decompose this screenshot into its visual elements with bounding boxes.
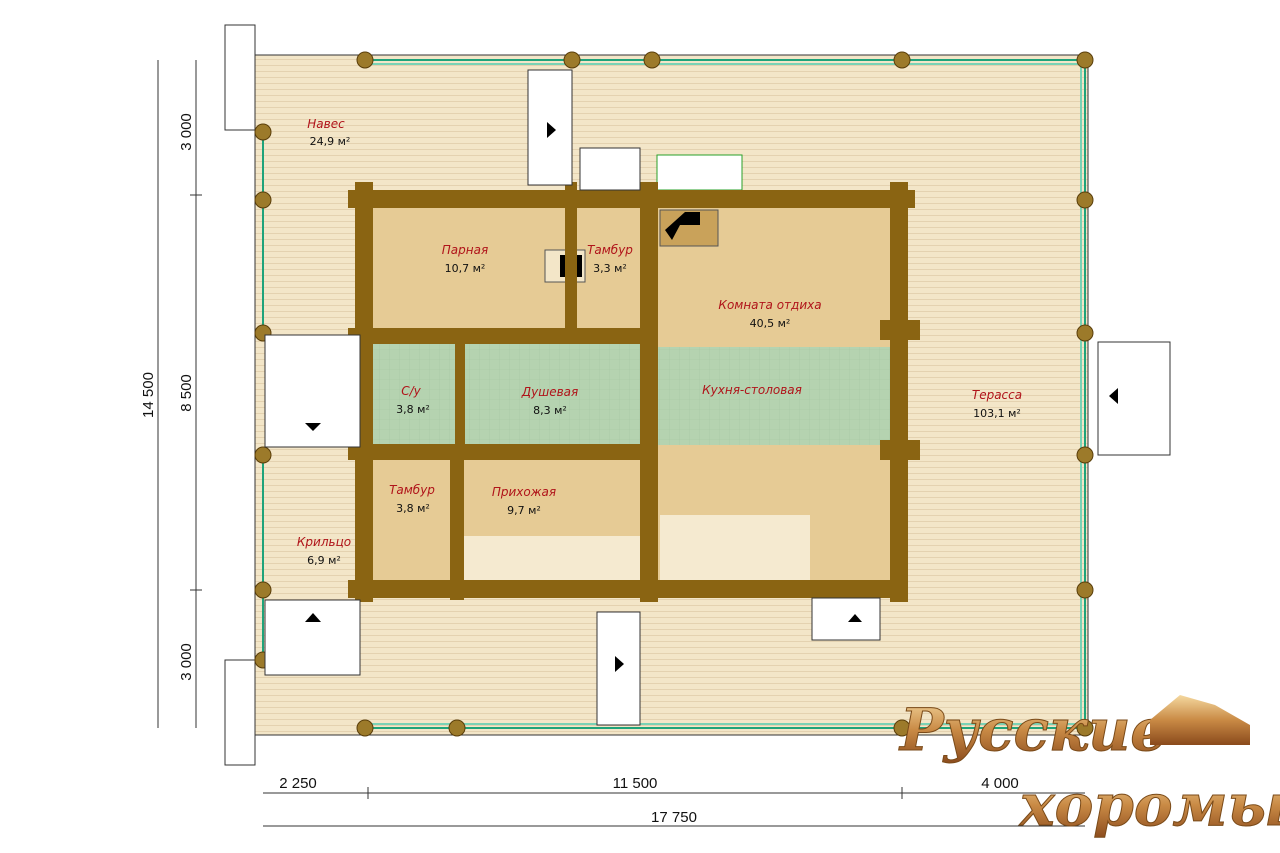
dim-left-width: 2 250 (279, 775, 317, 792)
room-name-prikhozhaya: Прихожая (492, 485, 556, 499)
dim-top: 3 000 (178, 113, 195, 151)
room-name-dushevaya: Душевая (521, 385, 578, 399)
room-area-naves: 24,9 м² (310, 135, 351, 148)
logo: Русские хоромы (898, 695, 1280, 840)
room-name-su: С/у (401, 384, 421, 398)
room-name-tambur-bottom: Тамбур (389, 483, 435, 497)
fireplace-icon (665, 212, 700, 240)
staircase (463, 536, 643, 584)
room-labels: Навес 24,9 м² Парная 10,7 м² Тамбур 3,3 … (297, 117, 1022, 567)
rooms (370, 154, 895, 584)
room-name-terrasa: Терасса (972, 388, 1022, 402)
dimension-lines (157, 60, 1085, 827)
room-area-tambur-bottom: 3,8 м² (396, 502, 430, 515)
room-area-prikhozhaya: 9,7 м² (507, 504, 541, 517)
room-name-parnaya: Парная (442, 243, 488, 257)
dim-center-width: 11 500 (613, 775, 658, 792)
stair-arrows (305, 122, 1118, 672)
dim-total-height: 14 500 (140, 372, 157, 418)
railings (262, 59, 1086, 729)
chimney (656, 154, 743, 191)
dim-bottom: 3 000 (178, 643, 195, 681)
room-area-dushevaya: 8,3 м² (533, 404, 567, 417)
dim-total-width: 17 750 (651, 809, 697, 826)
columns (254, 51, 1094, 737)
room-name-naves: Навес (307, 117, 345, 131)
room-area-tambur-top: 3,3 м² (593, 262, 627, 275)
staircase-right (660, 515, 810, 583)
room-area-krylco: 6,9 м² (307, 554, 341, 567)
walls (348, 182, 920, 602)
room-area-parnaya: 10,7 м² (445, 262, 486, 275)
room-name-tambur-top: Тамбур (587, 243, 633, 257)
room-name-kukhnya: Кухня-столовая (702, 383, 802, 397)
room-area-terrasa: 103,1 м² (973, 407, 1021, 420)
room-name-krylco: Крильцо (297, 535, 351, 549)
logo-line2: хоромы (1018, 771, 1280, 839)
dim-right-width: 4 000 (981, 775, 1019, 792)
room-area-komnata: 40,5 м² (750, 317, 791, 330)
outdoor-stairs (264, 69, 1171, 726)
room-name-komnata: Комната отдиха (718, 298, 821, 312)
house-logo-icon (1150, 695, 1250, 745)
room-area-su: 3,8 м² (396, 403, 430, 416)
logo-line1: Русские (898, 696, 1167, 764)
dim-middle: 8 500 (178, 374, 195, 412)
